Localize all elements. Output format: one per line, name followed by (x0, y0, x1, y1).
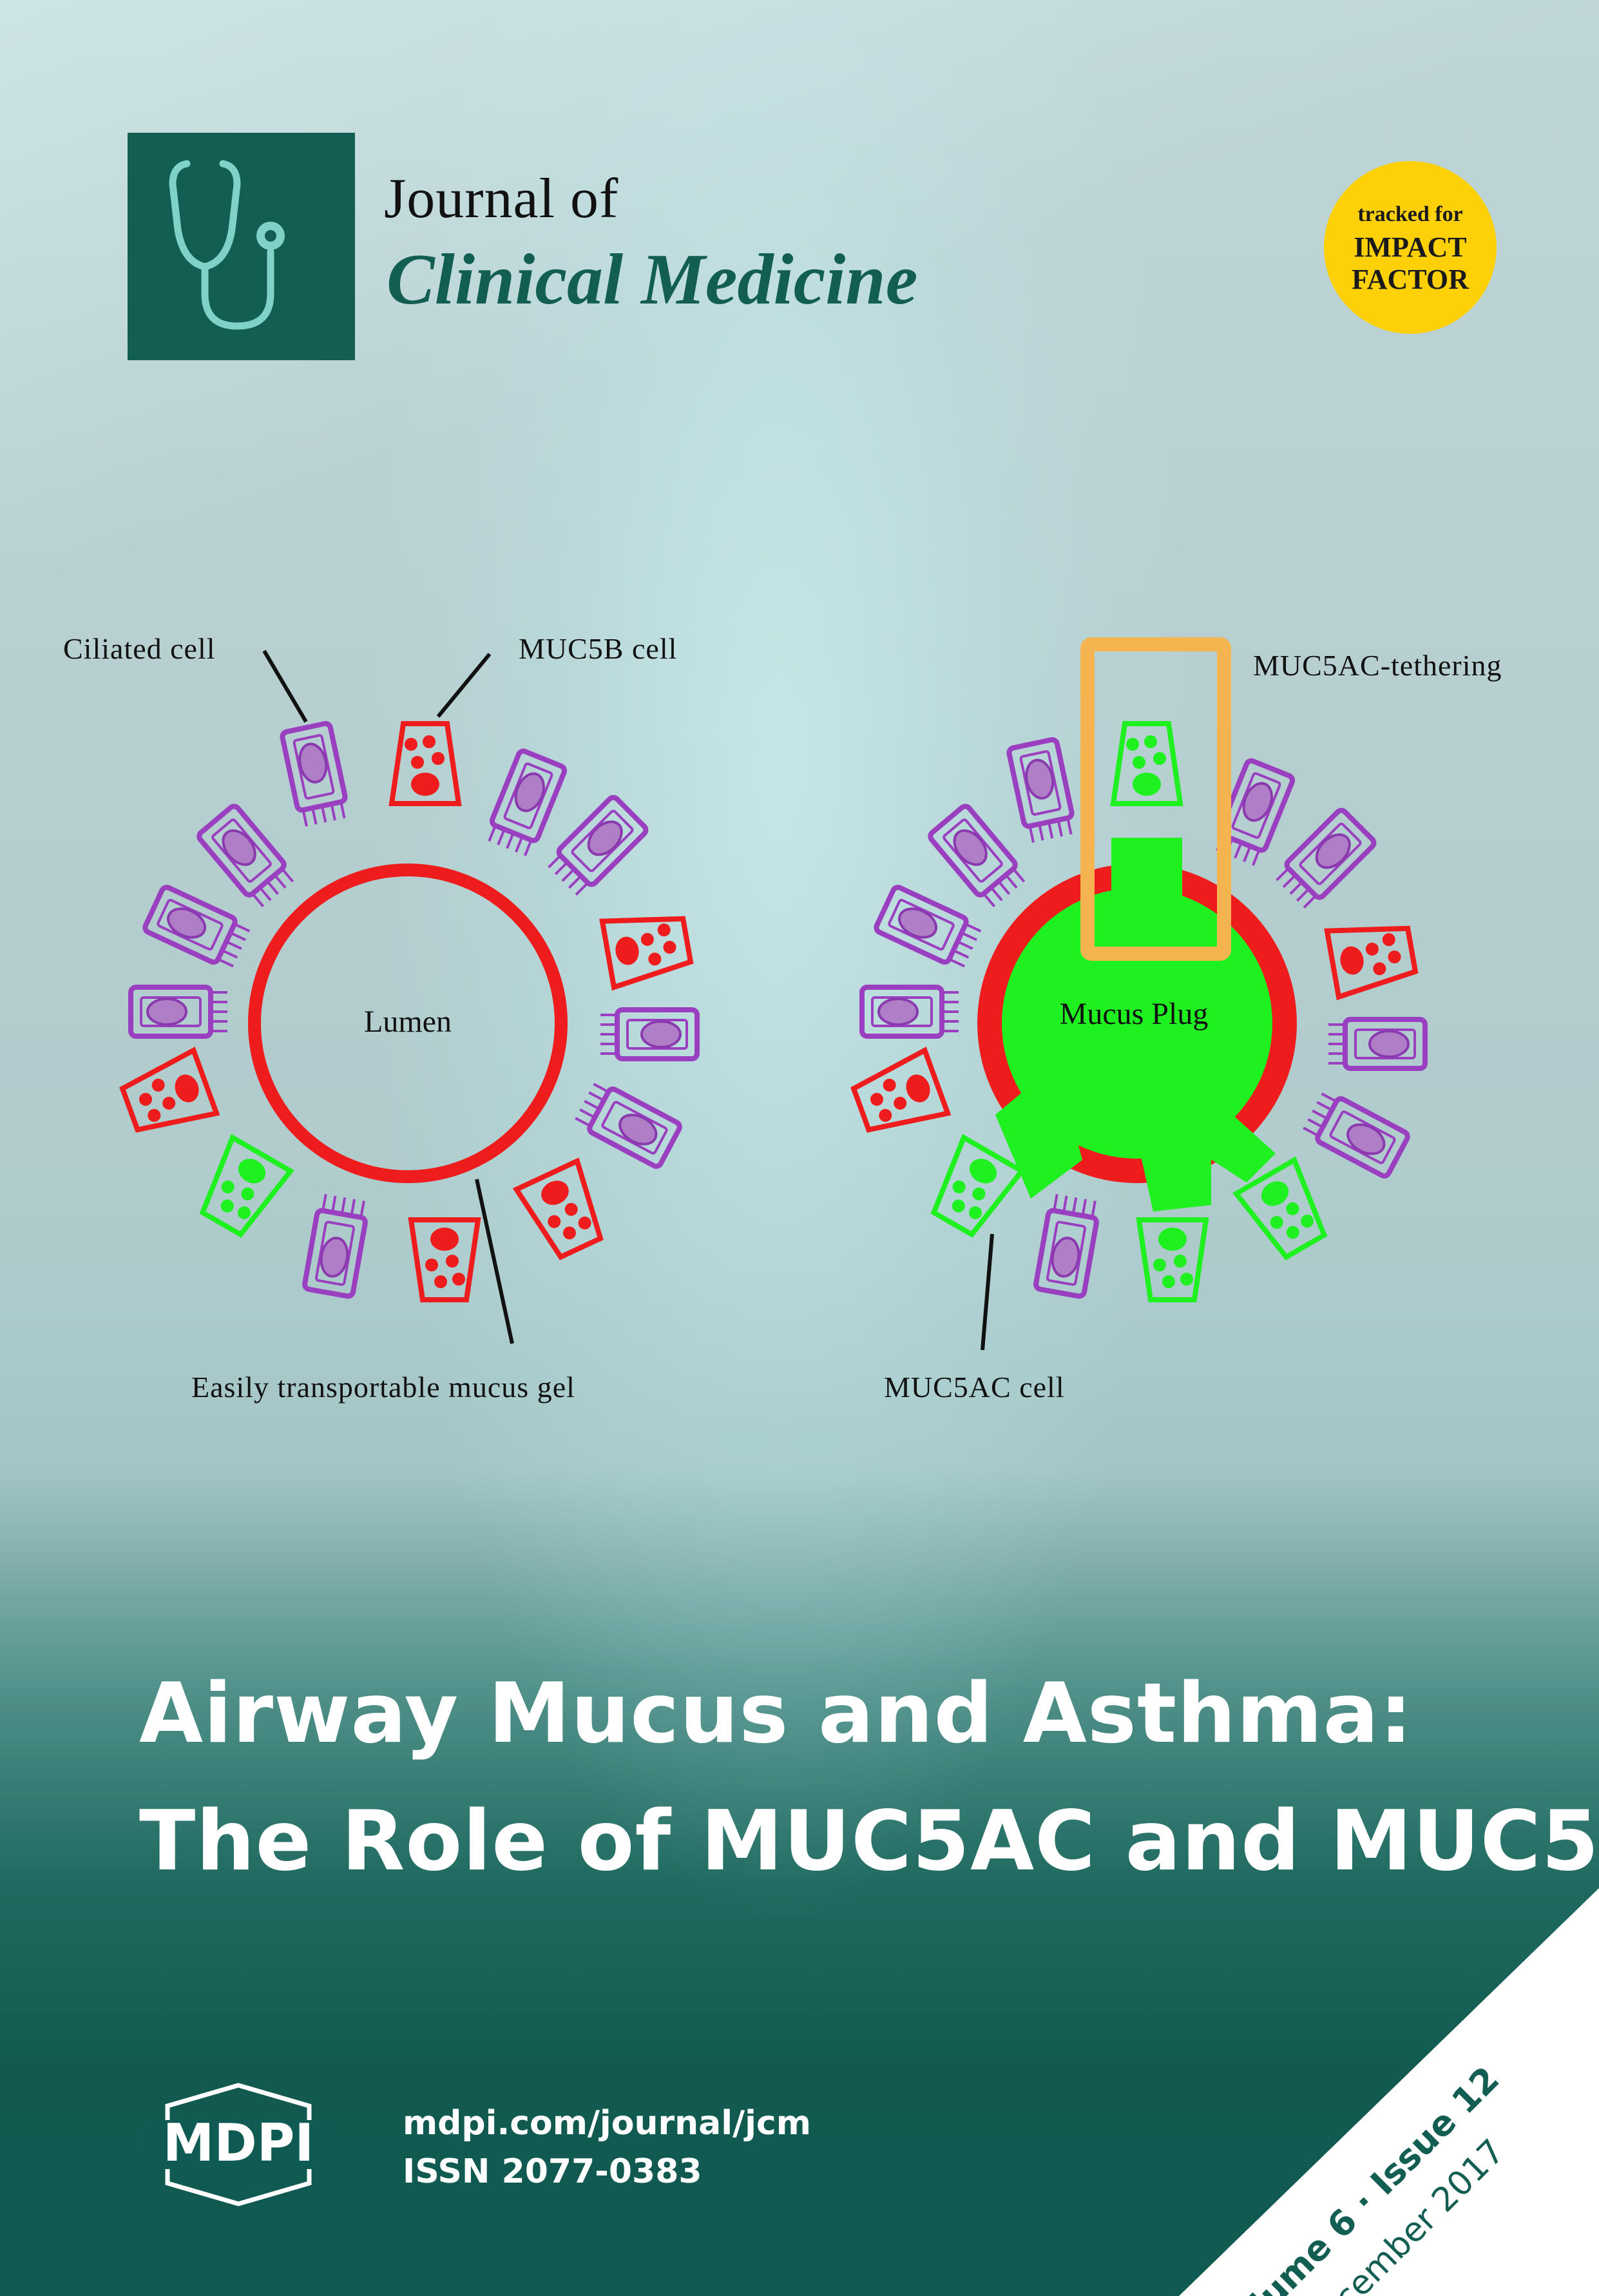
journal-website: mdpi.com/journal/jcm (403, 2104, 811, 2143)
journal-title-line2: Clinical Medicine (387, 240, 918, 320)
tethering-box (1080, 637, 1231, 961)
impact-factor-badge: tracked for IMPACT FACTOR (1324, 161, 1497, 334)
journal-title-line1: Journal of (384, 168, 619, 230)
mdpi-wordmark: MDPI (163, 2113, 314, 2173)
muc5b-cell-label: MUC5B cell (519, 632, 677, 665)
mucus-gel-label: Easily transportable mucus gel (191, 1371, 575, 1404)
ciliated-cell-label: Ciliated cell (63, 632, 216, 665)
asthmatic-airway: Mucus Plug MUC5AC-tethering (850, 637, 1502, 1404)
mdpi-logo: MDPI (142, 2083, 335, 2206)
lumen-label: Lumen (364, 1005, 452, 1039)
volume-issue: Volume 6 · Issue 12 (1208, 2059, 1507, 2296)
issue-ribbon (1179, 1888, 1599, 2296)
cover-title-line2: The Role of MUC5AC and MUC5B (139, 1793, 1599, 1889)
mucus-plug-label: Mucus Plug (1060, 997, 1209, 1031)
healthy-airway: Lumen Ciliated cell (63, 632, 697, 1404)
muc5b-cell (392, 724, 459, 804)
muc5ac-cell-label: MUC5AC cell (884, 1371, 1065, 1404)
badge-line3: FACTOR (1352, 264, 1469, 295)
tethering-label: MUC5AC-tethering (1253, 649, 1502, 682)
cover-title-line1: Airway Mucus and Asthma: (139, 1666, 1413, 1762)
issue-date: December 2017 (1294, 2132, 1512, 2296)
airway-diagram: Lumen Ciliated cell (63, 632, 1502, 1404)
journal-logo (128, 133, 355, 360)
badge-line2: IMPACT (1354, 231, 1467, 263)
stethoscope-icon (169, 160, 285, 330)
issn: ISSN 2077-0383 (403, 2152, 702, 2191)
badge-line1: tracked for (1357, 202, 1463, 226)
lumen-ring (248, 863, 568, 1183)
